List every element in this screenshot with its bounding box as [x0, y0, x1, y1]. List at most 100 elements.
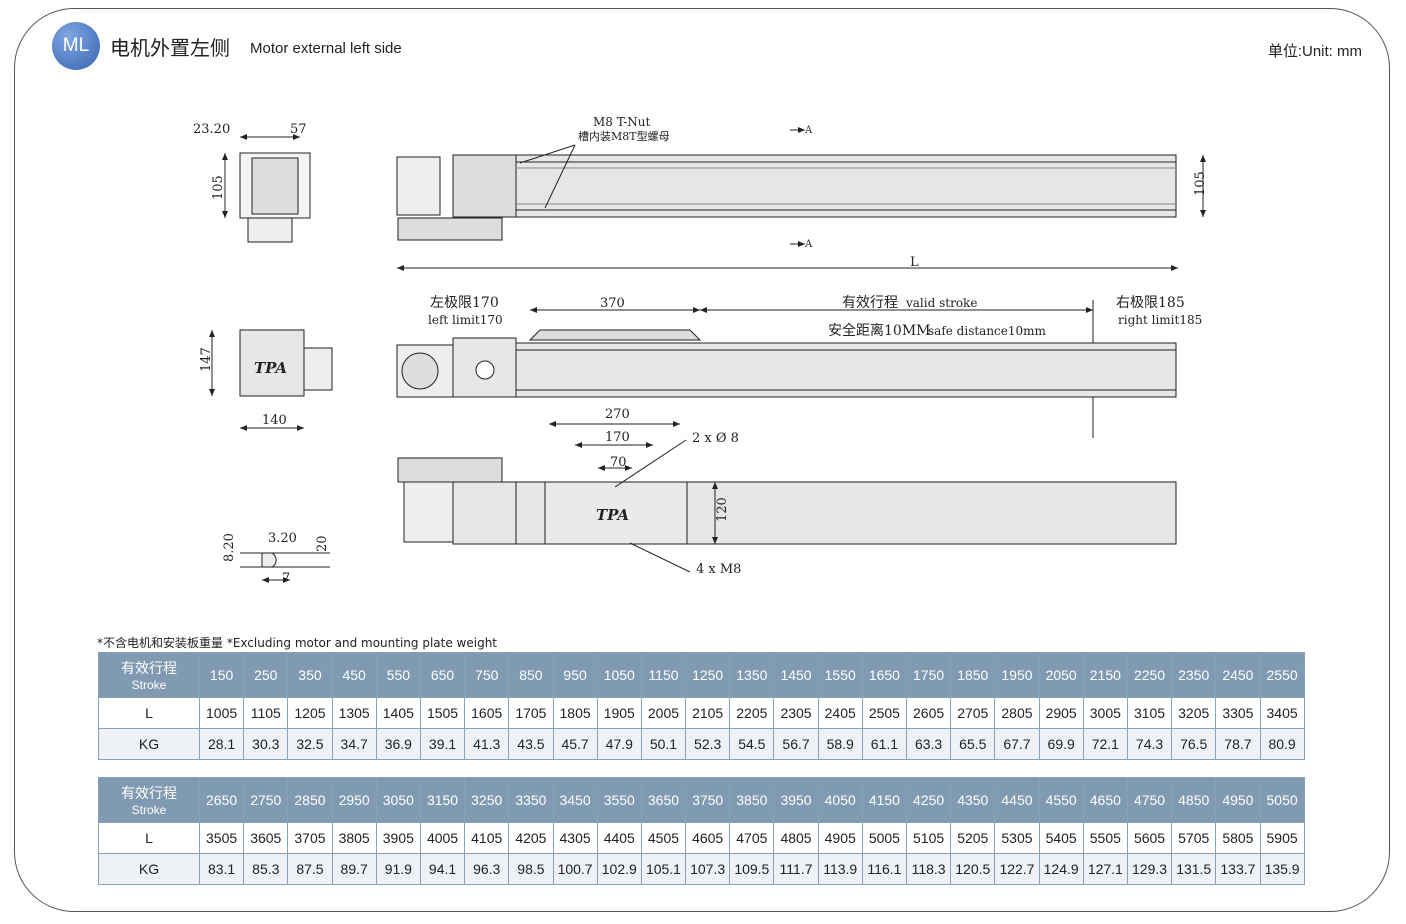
- table-cell-l: 2405: [817, 697, 863, 729]
- dim-8-20: 8.20: [222, 533, 237, 562]
- table-cell-stroke: 550: [375, 652, 421, 698]
- table-cell-l: 5305: [994, 822, 1040, 854]
- table-cell-l: 4705: [729, 822, 775, 854]
- table-cell-stroke: 2450: [1215, 652, 1261, 698]
- table-cell-stroke: 750: [464, 652, 510, 698]
- table-cell-l: 4505: [640, 822, 687, 854]
- table-cell-l: 5905: [1259, 822, 1305, 854]
- table-cell-stroke: 4950: [1215, 777, 1261, 823]
- table-cell-stroke: 1050: [596, 652, 642, 698]
- table-cell-l: 4605: [685, 822, 731, 854]
- nut-label-cn: 槽内装M8T型螺母: [578, 129, 670, 143]
- table-cell-l: 3905: [375, 822, 421, 854]
- table-cell-kg: 127.1: [1082, 853, 1128, 885]
- table-cell-kg: 122.7: [994, 853, 1040, 885]
- hole-label: 2 x Ø 8: [692, 431, 739, 446]
- table-cell-l: 5805: [1215, 822, 1261, 854]
- table-cell-l: 4405: [596, 822, 642, 854]
- table-cell-l: 2105: [685, 697, 731, 729]
- table-cell-kg: 107.3: [685, 853, 731, 885]
- table-cell-kg: 111.7: [773, 853, 819, 885]
- table-cell-stroke: 2250: [1126, 652, 1173, 698]
- table-cell-l: 3405: [1259, 697, 1305, 729]
- table-cell-kg: 45.7: [552, 728, 598, 760]
- table-cell-stroke: 4750: [1126, 777, 1173, 823]
- table-cell-stroke: 4450: [994, 777, 1040, 823]
- table-cell-kg: 129.3: [1126, 853, 1173, 885]
- table-cell-l: 3105: [1126, 697, 1173, 729]
- table-cell-l: 1205: [287, 697, 333, 729]
- table-cell-l: 2605: [905, 697, 952, 729]
- table-cell-stroke: 2350: [1171, 652, 1217, 698]
- table-cell-l: 3005: [1082, 697, 1128, 729]
- table-cell-stroke: 5050: [1259, 777, 1305, 823]
- table-cell-l: 3305: [1215, 697, 1261, 729]
- table-cell-kg: 76.5: [1171, 728, 1217, 760]
- table-cell-kg: 113.9: [817, 853, 863, 885]
- table-cell-kg: 69.9: [1038, 728, 1084, 760]
- table-cell-l: 2705: [950, 697, 996, 729]
- weight-row-label: KG: [98, 728, 200, 760]
- left-limit-cn: 左极限170: [430, 295, 499, 311]
- table-cell-kg: 87.5: [287, 853, 333, 885]
- table-cell-kg: 63.3: [905, 728, 952, 760]
- table-cell-stroke: 1150: [640, 652, 687, 698]
- table-cell-stroke: 3750: [685, 777, 731, 823]
- dim-170: 170: [605, 430, 630, 445]
- dim-120: 120: [715, 497, 730, 522]
- table-cell-l: 3205: [1171, 697, 1217, 729]
- dim-7: 7: [282, 571, 290, 586]
- table-cell-stroke: 650: [419, 652, 466, 698]
- length-label: L: [910, 255, 919, 270]
- front-view: [396, 329, 1177, 398]
- table-cell-stroke: 150: [198, 652, 245, 698]
- section-mark-bottom: A: [804, 239, 813, 250]
- table-cell-kg: 74.3: [1126, 728, 1173, 760]
- table-cell-l: 4005: [419, 822, 466, 854]
- table-cell-stroke: 3050: [375, 777, 421, 823]
- table-cell-stroke: 1250: [685, 652, 731, 698]
- table-cell-kg: 102.9: [596, 853, 642, 885]
- table-cell-l: 1405: [375, 697, 421, 729]
- table-cell-stroke: 1350: [729, 652, 775, 698]
- length-row-label: L: [98, 697, 200, 729]
- table-cell-kg: 118.3: [905, 853, 952, 885]
- table-cell-kg: 47.9: [596, 728, 642, 760]
- table-cell-l: 2805: [994, 697, 1040, 729]
- table-cell-kg: 135.9: [1259, 853, 1305, 885]
- table-cell-kg: 30.3: [243, 728, 289, 760]
- table-cell-kg: 91.9: [375, 853, 421, 885]
- screw-label: 4 x M8: [696, 562, 741, 577]
- table-cell-kg: 85.3: [243, 853, 289, 885]
- table-cell-kg: 72.1: [1082, 728, 1128, 760]
- table-cell-kg: 28.1: [198, 728, 245, 760]
- safe-distance-cn: 安全距离10MM: [828, 322, 930, 339]
- carriage-length: 370: [600, 296, 625, 311]
- table-cell-kg: 58.9: [817, 728, 863, 760]
- table-cell-kg: 41.3: [464, 728, 510, 760]
- table-cell-kg: 36.9: [375, 728, 421, 760]
- page-frame: [14, 8, 1390, 912]
- table-cell-kg: 98.5: [508, 853, 554, 885]
- table-cell-stroke: 4350: [950, 777, 996, 823]
- valid-stroke-en: valid stroke: [905, 296, 977, 310]
- table-cell-stroke: 3350: [508, 777, 554, 823]
- table-cell-stroke: 3850: [729, 777, 775, 823]
- unit-label: 单位:Unit: mm: [1267, 43, 1362, 60]
- model-badge: ML: [52, 22, 100, 70]
- left-limit-en: left limit170: [428, 313, 503, 327]
- table-cell-l: 5205: [950, 822, 996, 854]
- table-cell-l: 4905: [817, 822, 863, 854]
- weight-row-label: KG: [98, 853, 200, 885]
- table-cell-l: 1105: [243, 697, 289, 729]
- table-cell-kg: 78.7: [1215, 728, 1261, 760]
- table-cell-kg: 67.7: [994, 728, 1040, 760]
- table-cell-kg: 32.5: [287, 728, 333, 760]
- table-cell-kg: 94.1: [419, 853, 466, 885]
- table-cell-kg: 133.7: [1215, 853, 1261, 885]
- table-cell-kg: 80.9: [1259, 728, 1305, 760]
- dim-105-small: 105: [211, 175, 226, 200]
- length-row-label: L: [98, 822, 200, 854]
